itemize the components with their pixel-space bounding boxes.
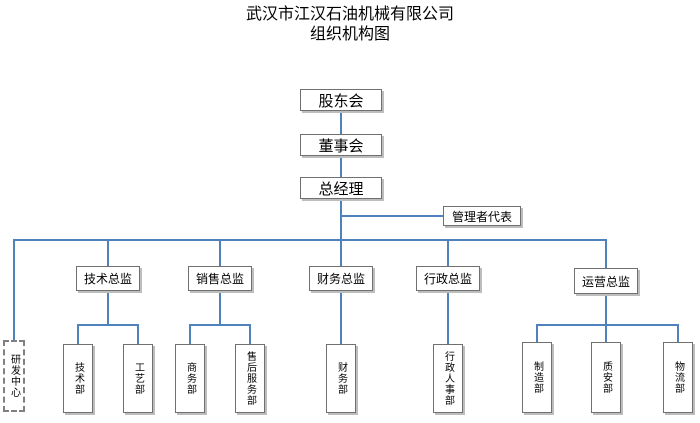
node-dept-process-label: 工艺部	[132, 362, 144, 395]
node-dept-finance-label: 财务部	[335, 362, 347, 395]
company-title: 武汉市江汉石油机械有限公司	[245, 4, 454, 23]
node-shareholders-label: 股东会	[318, 91, 364, 110]
node-management-rep: 管理者代表	[443, 206, 521, 226]
node-dept-admin-hr-label: 行政人事部	[442, 351, 454, 406]
node-director-ops: 运营总监	[574, 268, 638, 294]
node-director-finance: 财务总监	[309, 266, 373, 291]
node-dept-logistics-label: 物流部	[672, 361, 684, 394]
node-board: 董事会	[300, 134, 382, 156]
node-dept-after-sales: 售后服务部	[235, 344, 265, 413]
chart-title: 组织机构图	[309, 24, 390, 43]
node-management-rep-label: 管理者代表	[451, 209, 512, 224]
node-dept-finance: 财务部	[326, 344, 356, 413]
node-dept-after-sales-label: 售后服务部	[244, 351, 256, 406]
node-dept-commerce-label: 商务部	[184, 362, 196, 395]
node-rd-center-label: 研发中心	[8, 354, 20, 398]
node-dept-process: 工艺部	[123, 344, 153, 413]
node-director-admin-label: 行政总监	[423, 272, 472, 286]
node-dept-admin-hr: 行政人事部	[433, 344, 463, 413]
node-dept-manufacturing-label: 制造部	[531, 361, 543, 394]
node-dept-tech: 技术部	[63, 344, 93, 413]
node-director-sales-label: 销售总监	[195, 272, 244, 286]
node-general-manager: 总经理	[300, 177, 382, 199]
node-director-sales: 销售总监	[188, 266, 252, 291]
node-director-ops-label: 运营总监	[581, 274, 630, 289]
node-director-finance-label: 财务总监	[316, 272, 365, 286]
node-director-admin: 行政总监	[416, 266, 480, 291]
node-shareholders: 股东会	[300, 89, 382, 111]
node-director-tech-label: 技术总监	[83, 272, 132, 286]
node-dept-quality-safety: 质安部	[591, 342, 621, 413]
node-director-tech: 技术总监	[76, 266, 140, 291]
node-dept-tech-label: 技术部	[72, 362, 84, 395]
node-dept-logistics: 物流部	[663, 342, 693, 413]
node-dept-commerce: 商务部	[175, 344, 205, 413]
node-dept-manufacturing: 制造部	[522, 342, 552, 413]
node-dept-quality-safety-label: 质安部	[600, 361, 612, 394]
node-board-label: 董事会	[318, 136, 364, 155]
node-rd-center: 研发中心	[3, 340, 25, 412]
node-general-manager-label: 总经理	[318, 179, 364, 198]
